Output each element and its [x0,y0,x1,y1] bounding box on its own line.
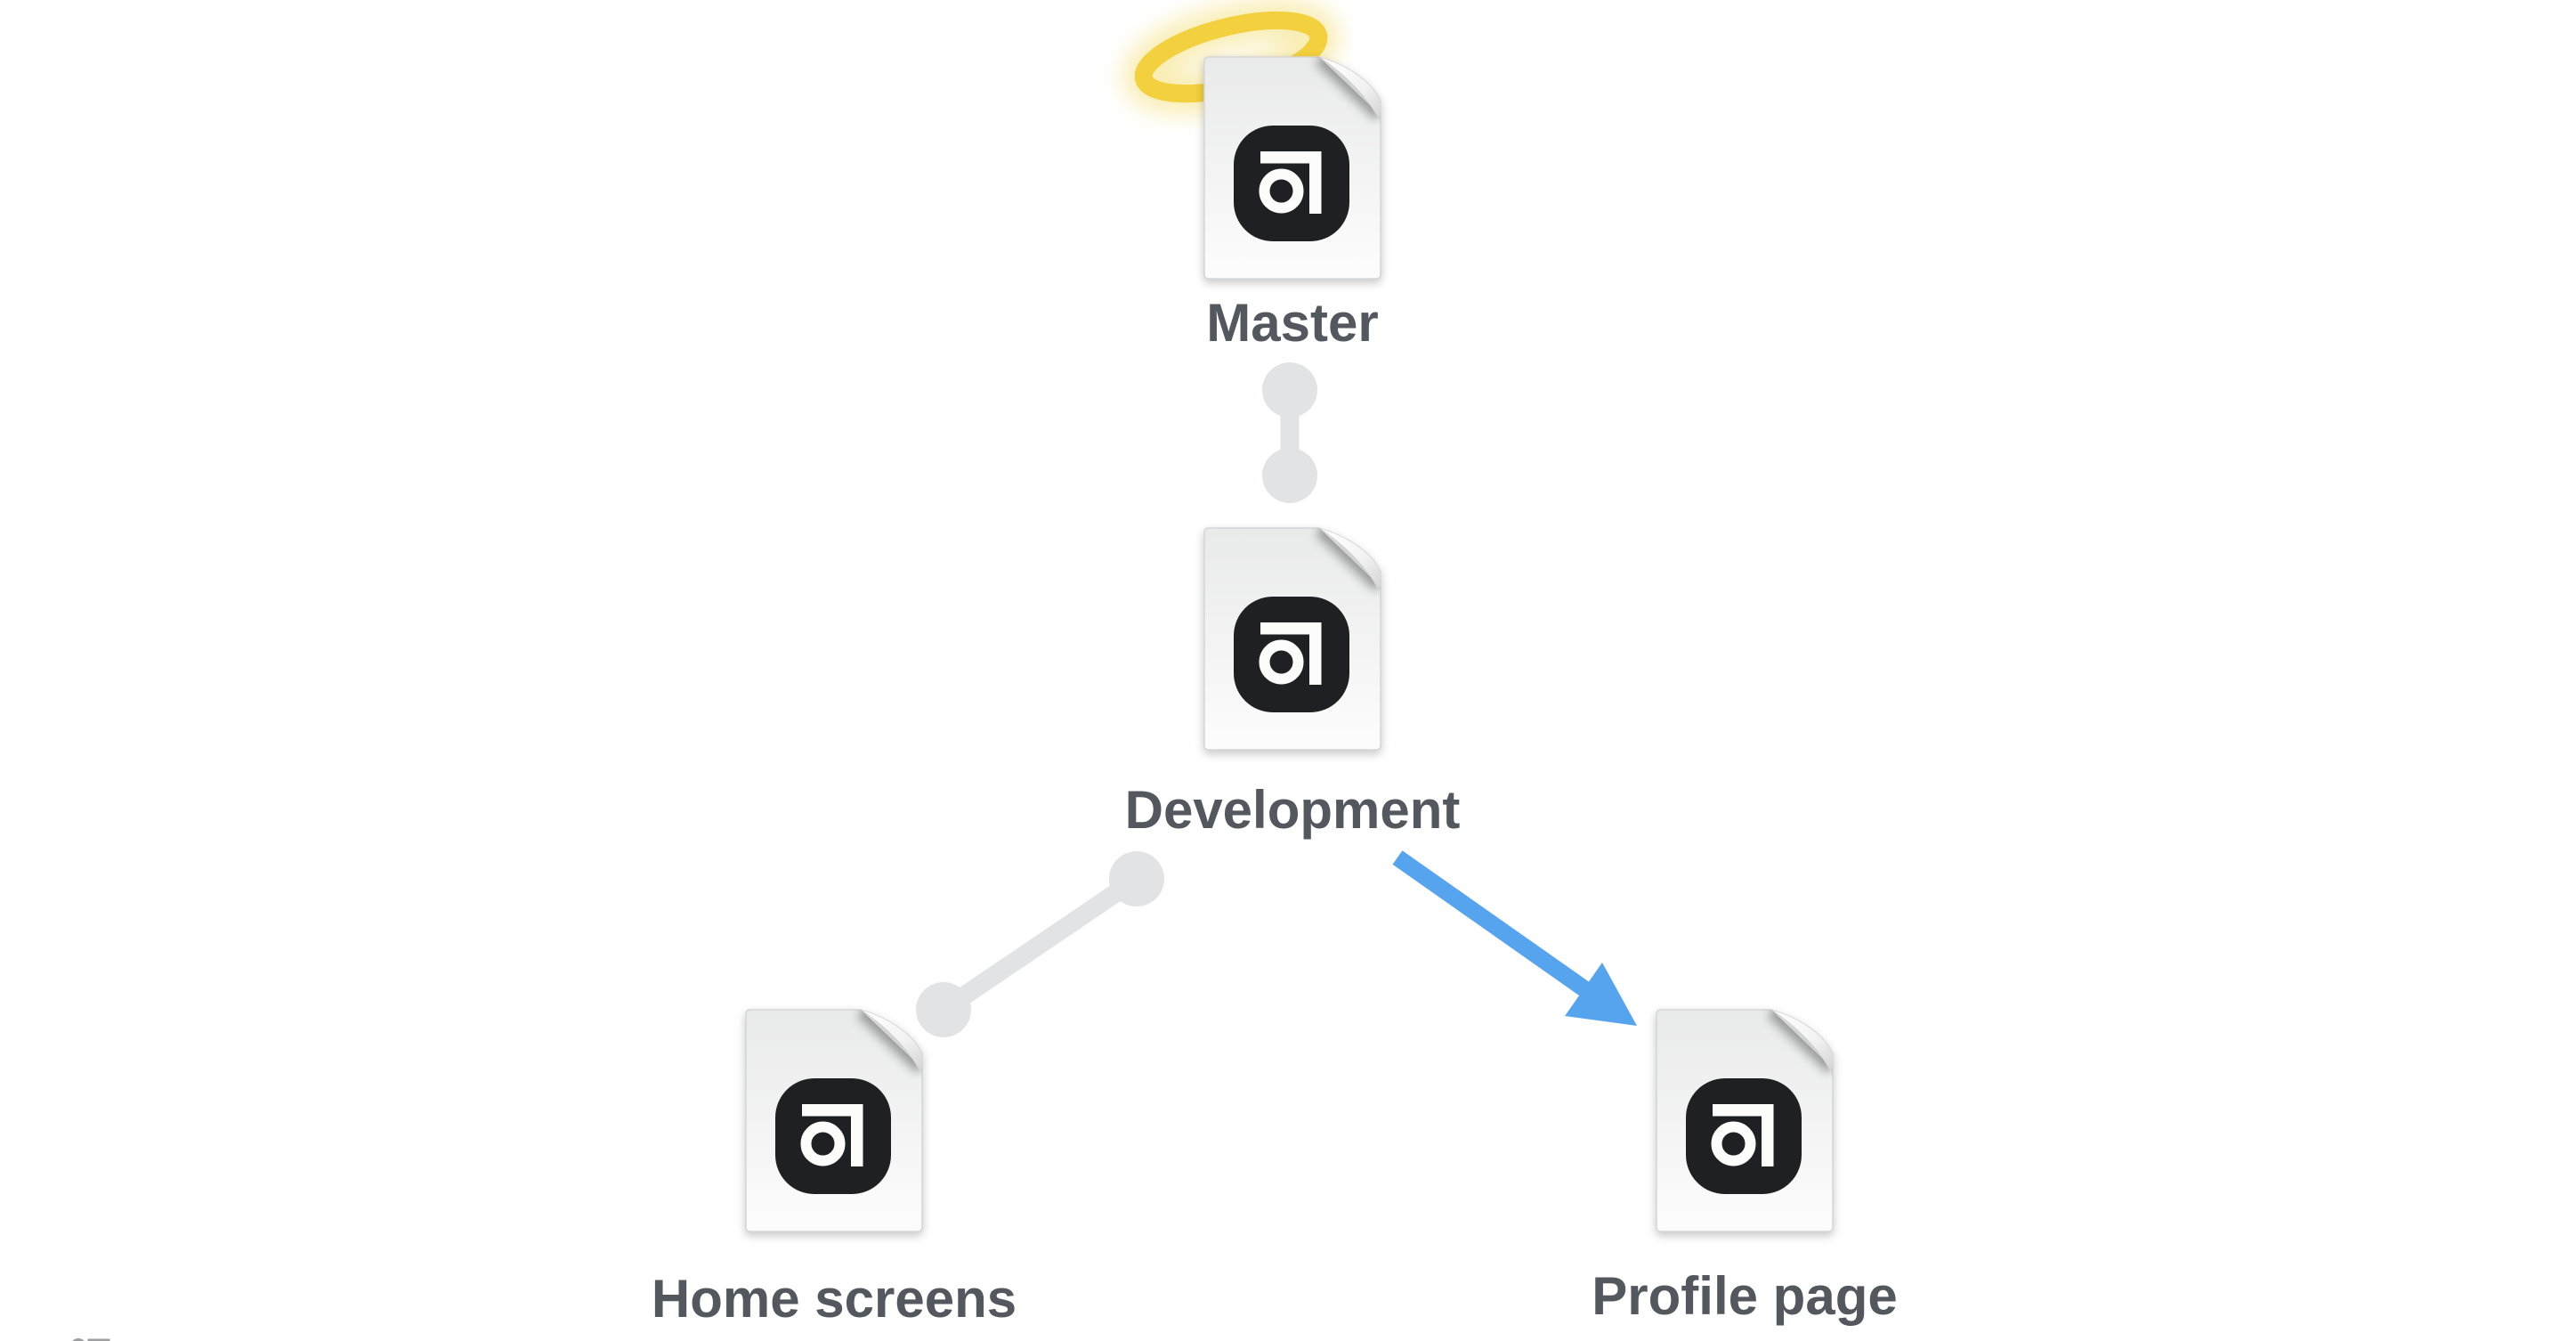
file-label-home-screens: Home screens [651,1269,1017,1329]
abstract-file-icon [1203,527,1381,751]
file-node-home-screens[interactable]: Home screens [652,1009,1017,1326]
file-node-master[interactable]: Master [1203,56,1381,350]
merge-arrow-icon [1392,850,1637,1026]
file-label-master: Master [1206,293,1379,353]
abstract-file-icon [745,1009,923,1232]
connector-development-home-screens [916,851,1164,1037]
file-node-development[interactable]: Development [1125,527,1460,837]
file-label-profile-page: Profile page [1592,1266,1898,1326]
clipped-logo-fragment [72,1338,110,1341]
file-node-profile-page[interactable]: Profile page [1592,1009,1898,1323]
abstract-file-icon [1656,1009,1834,1232]
abstract-file-icon [1203,56,1381,280]
connector-master-development [1262,362,1317,503]
file-label-development: Development [1124,780,1461,840]
